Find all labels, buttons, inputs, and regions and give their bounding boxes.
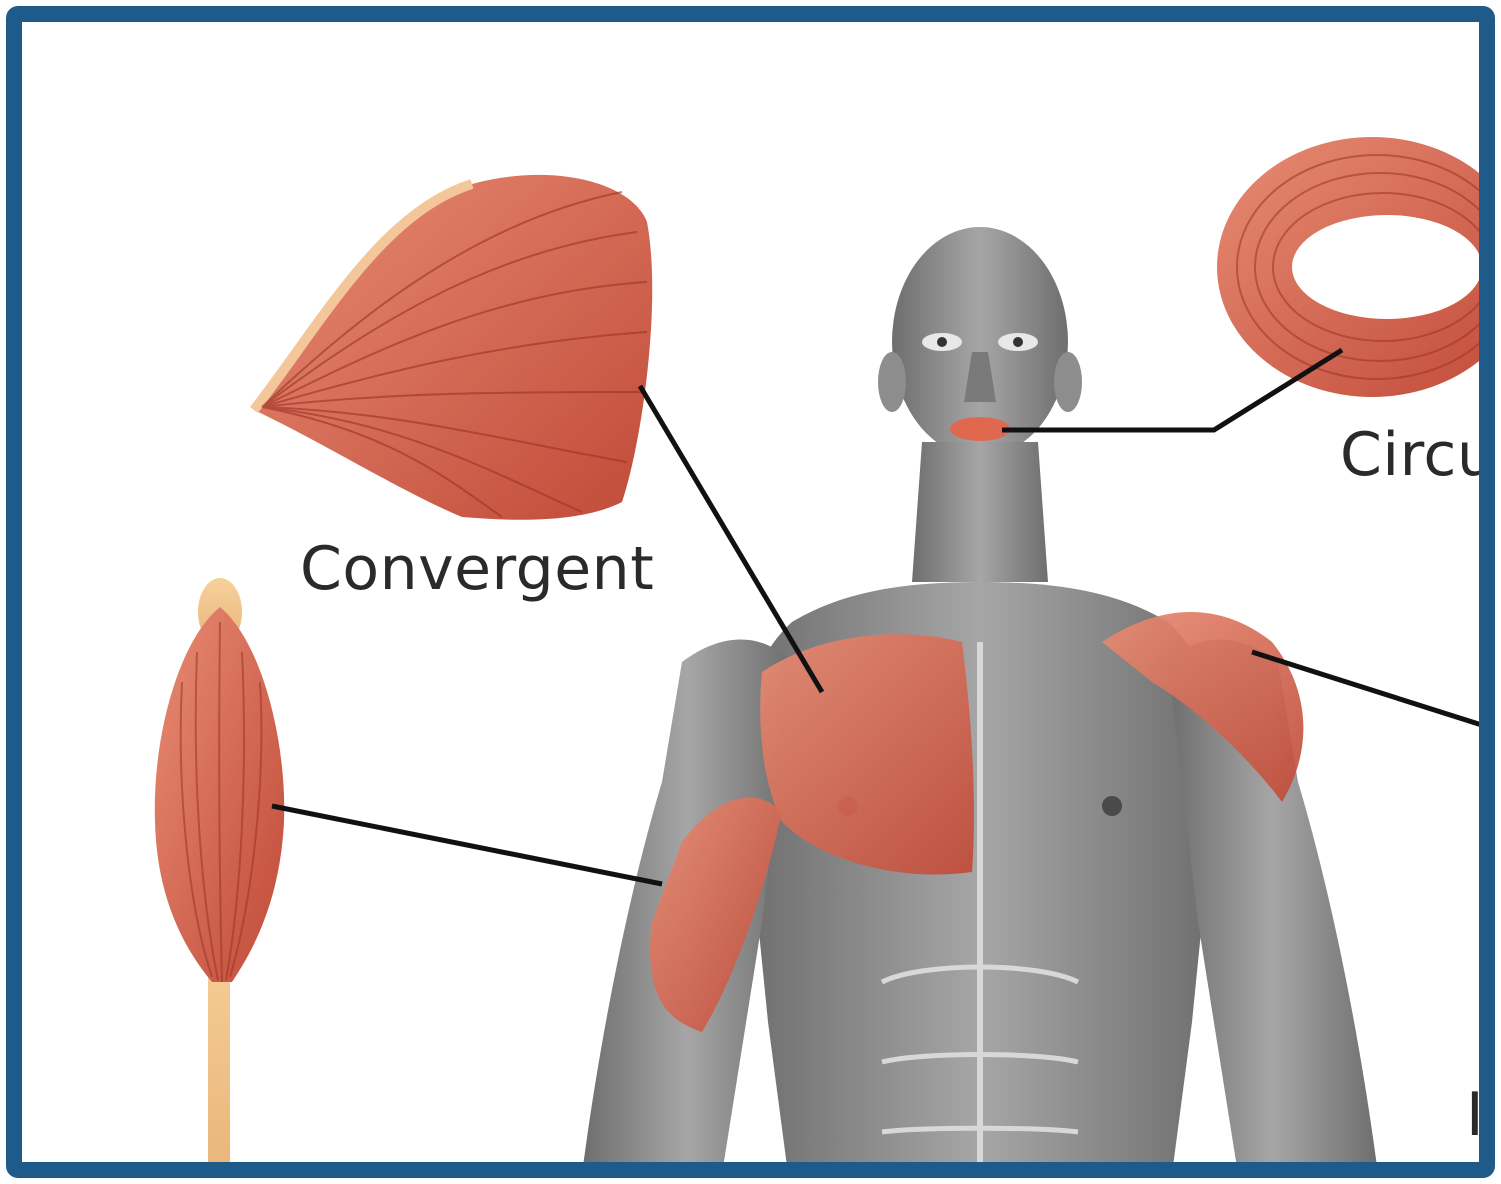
figure-frame: Convergent Circu I xyxy=(6,6,1495,1178)
circular-label: Circu xyxy=(1340,420,1495,490)
fusiform-muscle-icon xyxy=(155,578,284,1174)
leader-line-fusiform xyxy=(272,806,662,884)
partial-label-bottom-right: I xyxy=(1466,1080,1484,1150)
convergent-muscle-icon xyxy=(254,175,652,520)
circular-muscle-icon xyxy=(1217,137,1491,397)
orbicularis-oris-highlight xyxy=(950,417,1010,441)
convergent-label: Convergent xyxy=(300,534,654,604)
muscle-diagram xyxy=(22,22,1491,1174)
